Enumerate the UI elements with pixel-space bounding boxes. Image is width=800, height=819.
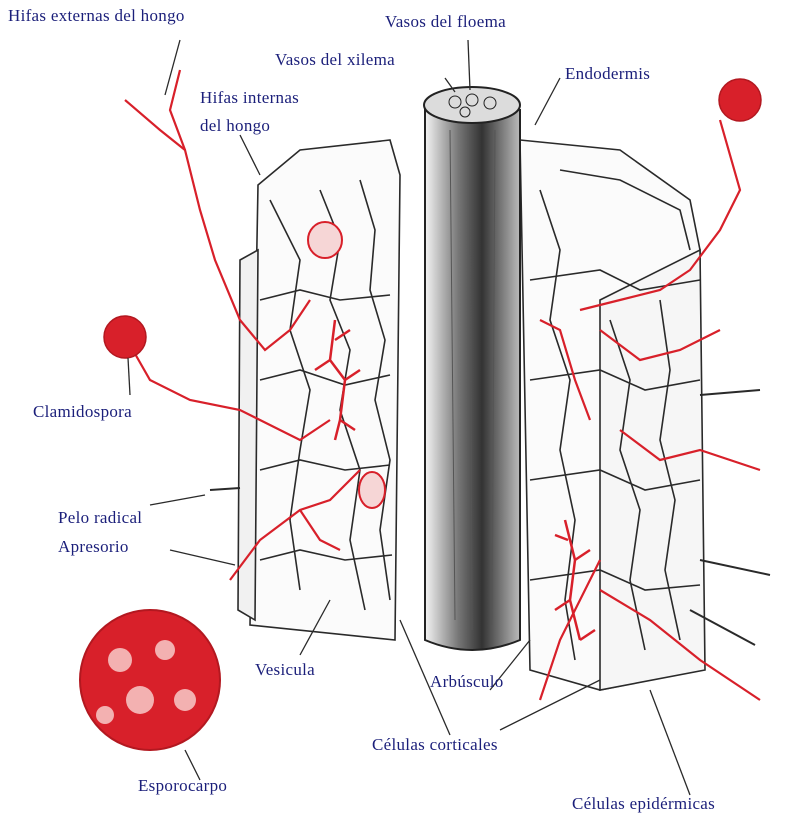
label-hifas-internas-2: del hongo <box>200 116 270 136</box>
label-vasos-floema: Vasos del floema <box>385 12 506 32</box>
label-hifas-externas: Hifas externas del hongo <box>8 6 185 26</box>
label-pelo-radical: Pelo radical <box>58 508 142 528</box>
label-apresorio: Apresorio <box>58 537 129 557</box>
vascular-cylinder <box>424 87 520 650</box>
label-arbusculo: Arbúsculo <box>430 672 504 692</box>
label-vesicula: Vesicula <box>255 660 315 680</box>
label-clamidospora: Clamidospora <box>33 402 132 422</box>
label-hifas-internas: Hifas internas <box>200 88 299 108</box>
label-celulas-epidermicas: Células epidérmicas <box>572 794 715 814</box>
sporocarp <box>80 610 220 750</box>
label-celulas-corticales: Células corticales <box>372 735 498 755</box>
label-vasos-xilema: Vasos del xilema <box>275 50 395 70</box>
label-esporocarpo: Esporocarpo <box>138 776 227 796</box>
label-endodermis: Endodermis <box>565 64 650 84</box>
